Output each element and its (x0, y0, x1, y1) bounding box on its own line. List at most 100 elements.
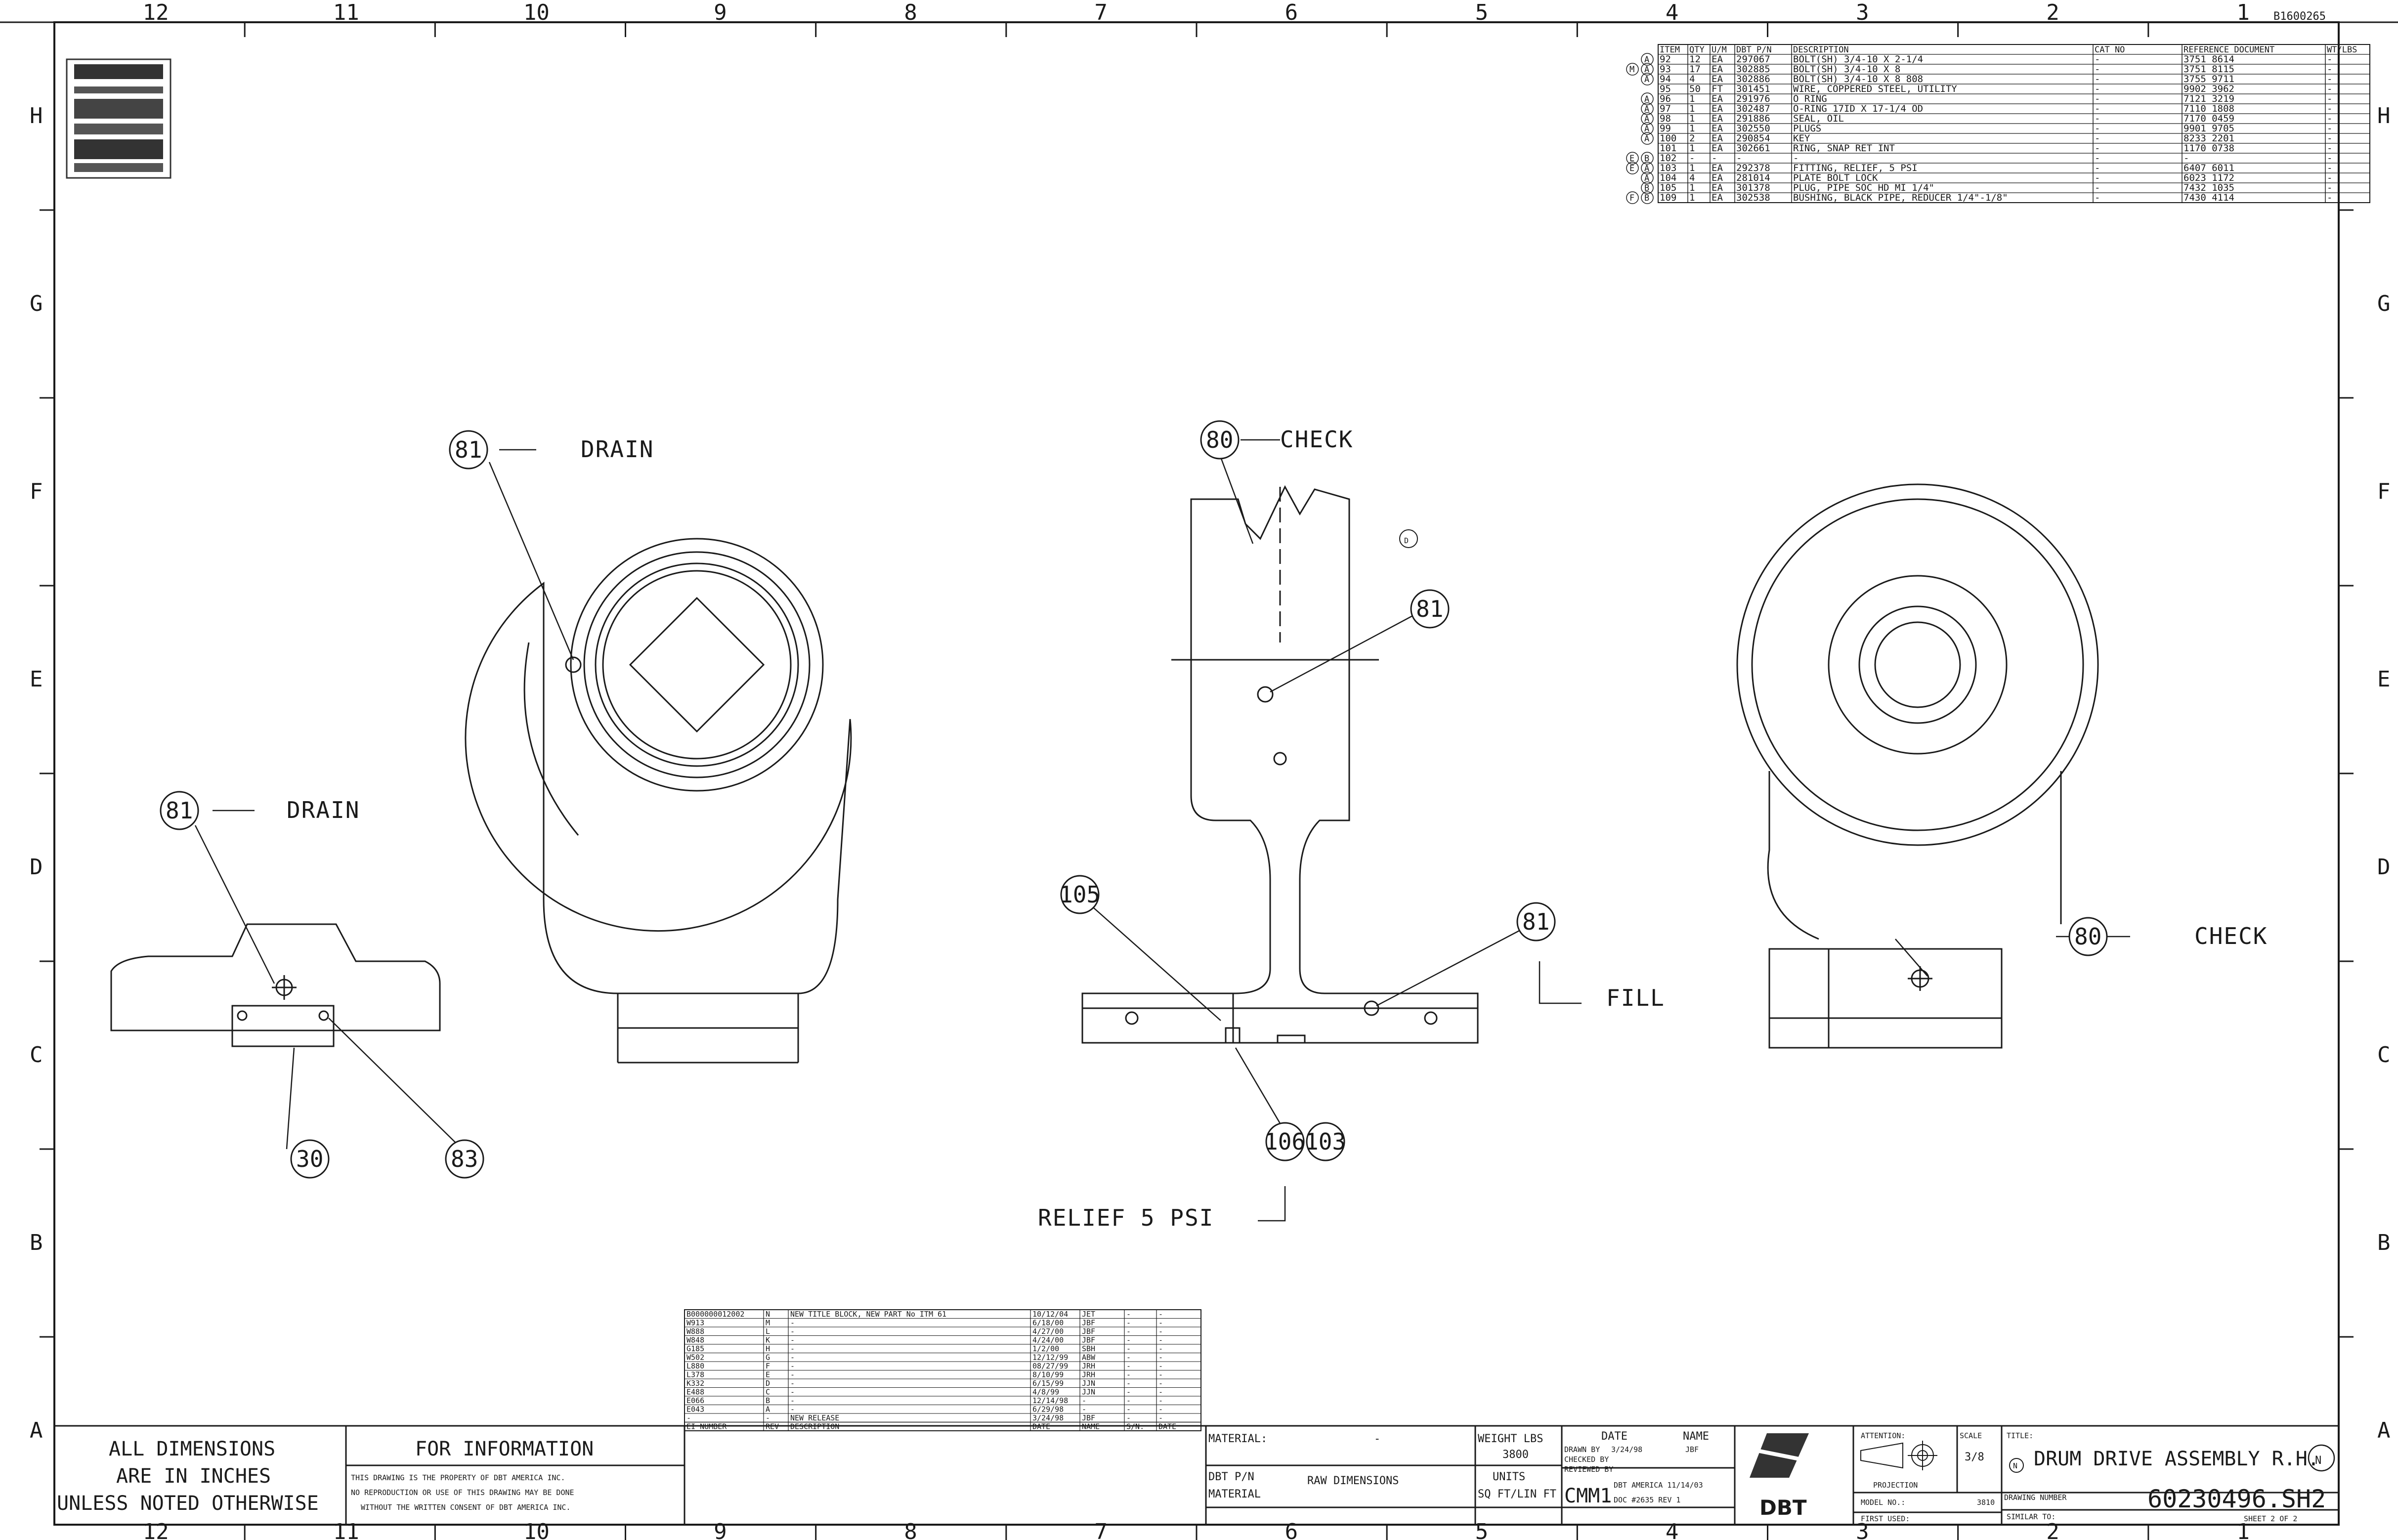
bom-cell-pn: 292378 (1736, 163, 1770, 173)
weight-label: WEIGHT LBS (1478, 1433, 1543, 1445)
zone-col-bottom: 4 (1666, 1519, 1679, 1540)
bom-cell-desc: PLUGS (1793, 123, 1821, 134)
rev-cell-blank: - (1126, 1310, 1131, 1319)
rev-cell-blank: - (1126, 1388, 1131, 1397)
bom-cell-cat: - (2095, 84, 2100, 94)
rev-cell-blank: - (1158, 1310, 1163, 1319)
rev-cell-ei: W888 (686, 1327, 704, 1336)
view-end-left (465, 538, 852, 1064)
callout-105-number: 105 (1059, 881, 1100, 908)
rev-cell-rev: H (766, 1344, 770, 1353)
bom-cell-um: EA (1712, 93, 1723, 104)
rev-cell-rev: B (766, 1396, 770, 1405)
bom-cell-wt: - (2327, 103, 2332, 114)
for-information-label: FOR INFORMATION (415, 1438, 594, 1460)
bom-cell-wt: - (2327, 163, 2332, 173)
rev-cell-name: JRH (1082, 1362, 1095, 1370)
bom-cell-ref: 1170 0738 (2184, 143, 2234, 154)
callout-80-check-mid-bubble (1200, 420, 1240, 460)
rev-cell-desc: - (790, 1362, 795, 1370)
rev-cell-name: ABW (1082, 1353, 1096, 1362)
rev-cell-blank: - (1126, 1379, 1131, 1388)
bom-cell-pn: 302661 (1736, 143, 1770, 154)
rev-cell-ei: W502 (686, 1353, 704, 1362)
rev-cell-desc: - (790, 1353, 795, 1362)
bom-cell-pn: 291886 (1736, 113, 1770, 124)
bom-cell-pn: 301451 (1736, 84, 1770, 94)
bom-cell-qty: 1 (1689, 192, 1695, 203)
callout-81-mid-number: 81 (1416, 596, 1443, 622)
bom-cell-ref: 3751 8115 (2184, 64, 2234, 75)
rev-cell-name: - (1082, 1396, 1086, 1405)
scale-label: SCALE (1960, 1431, 1982, 1440)
bom-cell-qty: 1 (1689, 163, 1695, 173)
zone-row-right: G (2377, 291, 2391, 316)
zone-col-top: 1 (2236, 0, 2250, 25)
bom-cell-wt: - (2327, 182, 2332, 193)
bom-cell-desc: O RING (1793, 93, 1827, 104)
zone-row-left: C (30, 1042, 43, 1068)
callout-81-right-bubble (1516, 902, 1556, 941)
bom-rev-letter: B (1644, 154, 1649, 164)
bom-cell-um: EA (1712, 133, 1723, 144)
bom-rev-letter: A (1644, 55, 1649, 65)
bom-cell-qty: 1 (1689, 113, 1695, 124)
zone-row-left: H (30, 103, 43, 128)
rev-cell-blank: - (1126, 1370, 1131, 1379)
cmm-label: CMM1 (1564, 1485, 1612, 1507)
callout-30-number: 30 (296, 1146, 323, 1172)
bom-rev-bubble (1641, 63, 1654, 76)
rev-cell-blank: - (1158, 1379, 1163, 1388)
title-block-text: ALL DIMENSIONS ARE IN INCHES UNLESS NOTE… (57, 1430, 2335, 1523)
zone-row-right: B (2377, 1230, 2391, 1255)
bom-cell-qty: 4 (1689, 172, 1695, 183)
callout-103-number: 103 (1305, 1128, 1346, 1155)
bom-cell-wt: - (2327, 153, 2332, 164)
zone-col-bottom: 8 (904, 1519, 917, 1540)
bom-rev-bubble (1641, 171, 1654, 184)
bom-header: REFERENCE DOCUMENT (2184, 45, 2274, 55)
bom-rev-bubble (1641, 132, 1654, 145)
rev-cell-date: 12/12/99 (1032, 1353, 1068, 1362)
bom-cell-desc: - (1793, 153, 1798, 164)
bom-rev-letter: A (1644, 75, 1649, 85)
bom-cell-qty: 17 (1689, 64, 1701, 75)
rev-cell-blank: - (1158, 1370, 1163, 1379)
bom-cell-pn: 281014 (1736, 172, 1770, 183)
bom-cell-desc: BOLT(SH) 3/4-10 X 2-1/4 (1793, 54, 1923, 65)
scale-value: 3/8 (1965, 1451, 1984, 1463)
rev-cell-name: JBF (1082, 1336, 1095, 1345)
callout-80-check-right-number: 80 (2074, 923, 2101, 950)
bom-cell-wt: - (2327, 172, 2332, 183)
rev-cell-name: JJN (1082, 1379, 1095, 1388)
bom-cell-item: 103 (1660, 163, 1676, 173)
relief-label: RELIEF 5 PSI (1038, 1204, 1214, 1231)
bom-cell-um: EA (1712, 172, 1723, 183)
rev-cell-date: 12/14/98 (1032, 1396, 1068, 1405)
bom-cell-wt: - (2327, 123, 2332, 134)
bom-cell-ref: - (2184, 153, 2189, 164)
zone-row-right: H (2377, 103, 2391, 128)
bom-cell-um: EA (1712, 123, 1723, 134)
rev-cell-rev: E (766, 1370, 770, 1379)
bom-cell-ref: 7121 3219 (2184, 93, 2234, 104)
border-frame (0, 21, 2398, 1526)
drain-left-label: DRAIN (287, 797, 360, 823)
rev-cell-date: 6/18/00 (1032, 1319, 1064, 1327)
zone-col-bottom: 12 (143, 1519, 169, 1540)
rev-cell-date: 8/10/99 (1032, 1370, 1064, 1379)
projection-label: PROJECTION (1873, 1481, 1918, 1490)
bom-cell-cat: - (2095, 93, 2100, 104)
rev-cell-blank: - (1126, 1327, 1131, 1336)
rev-cell-ei: - (686, 1413, 691, 1422)
bom-cell-cat: - (2095, 172, 2100, 183)
rev-cell-blank: - (1158, 1353, 1163, 1362)
bom-cell-wt: - (2327, 74, 2332, 85)
rev-cell-blank: - (1158, 1405, 1163, 1414)
bom-rev-bubble (1641, 73, 1654, 86)
zone-col-top: 6 (1285, 0, 1298, 25)
bom-cell-item: 102 (1660, 153, 1676, 164)
rev-cell-ei: W913 (686, 1319, 704, 1327)
zone-col-bottom: 3 (1856, 1519, 1869, 1540)
bom-cell-ref: 7170 0459 (2184, 113, 2234, 124)
